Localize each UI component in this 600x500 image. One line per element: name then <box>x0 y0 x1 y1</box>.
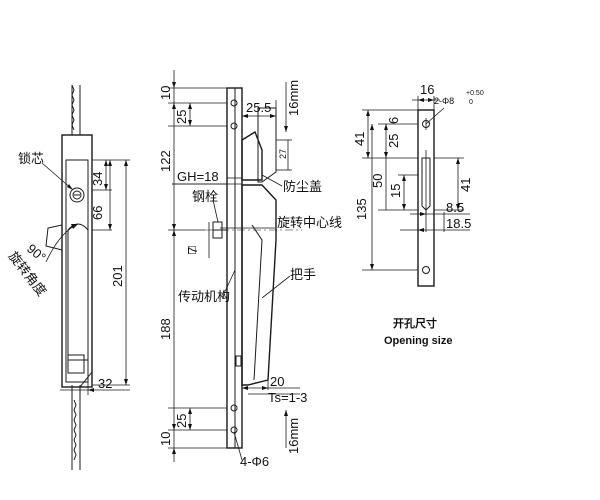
open-tol-upper: +0.50 <box>466 90 484 97</box>
label-handle: 把手 <box>290 268 316 283</box>
open-holes: 2-Φ8 <box>434 96 454 106</box>
side-ts: Ts=1-3 <box>268 390 307 405</box>
open-dim-41-right: 41 <box>458 178 473 192</box>
open-dim-15: 15 <box>388 184 403 198</box>
open-tol-lower: 0 <box>469 99 473 106</box>
open-dim-25: 25 <box>386 134 401 148</box>
open-dim-135: 135 <box>354 198 369 220</box>
side-holes: 4-Φ6 <box>240 454 269 469</box>
side-gh: GH=18 <box>177 169 219 184</box>
side-dim-10-bottom: 10 <box>158 432 173 446</box>
side-dim-27: 27 <box>278 149 288 159</box>
open-dim-16: 16 <box>420 82 434 97</box>
angle-90: 90° <box>24 241 49 265</box>
label-transmission: 传动机构 <box>178 290 230 305</box>
label-rotation-centerline: 旋转中心线 <box>277 216 342 231</box>
side-dim-20: 20 <box>270 374 284 389</box>
opening-plate <box>417 109 435 287</box>
dim-201: 201 <box>110 265 125 287</box>
label-lock-core: 锁芯 <box>18 151 44 167</box>
side-dim-16mm-top: 16mm <box>286 80 301 116</box>
dim-34: 34 <box>90 172 105 186</box>
side-dim-122: 122 <box>158 150 173 172</box>
label-dust-cover: 防尘盖 <box>283 179 322 195</box>
dim-66: 66 <box>90 206 105 220</box>
side-dim-10-top: 10 <box>158 86 173 100</box>
side-handle <box>241 184 277 386</box>
open-dim-6: 6 <box>386 117 401 124</box>
open-dim-18-5: 18.5 <box>446 216 471 231</box>
side-dim-7: 7 <box>185 247 200 254</box>
side-dim-16mm-bottom: 16mm <box>286 418 301 454</box>
side-dim-25-5: 25.5 <box>246 100 271 115</box>
lock-cylinder-icon <box>69 187 85 203</box>
side-dim-188: 188 <box>158 318 173 340</box>
opening-view <box>362 96 470 287</box>
open-dim-8-5: 8.5 <box>446 200 464 215</box>
front-view <box>41 84 130 470</box>
side-square-symbol: □ <box>188 242 196 257</box>
label-opening-size-en: Opening size <box>384 335 452 347</box>
dim-32: 32 <box>98 376 112 391</box>
open-dim-50: 50 <box>370 174 385 188</box>
side-dim-25-bottom: 25 <box>174 414 189 428</box>
front-body <box>61 134 93 388</box>
side-dim-25-top: 25 <box>174 110 189 124</box>
open-dim-41-left: 41 <box>352 132 367 146</box>
label-steel-bolt: 钢栓 <box>192 190 218 205</box>
label-opening-size-cn: 开孔尺寸 <box>393 316 437 330</box>
side-view <box>168 70 302 462</box>
